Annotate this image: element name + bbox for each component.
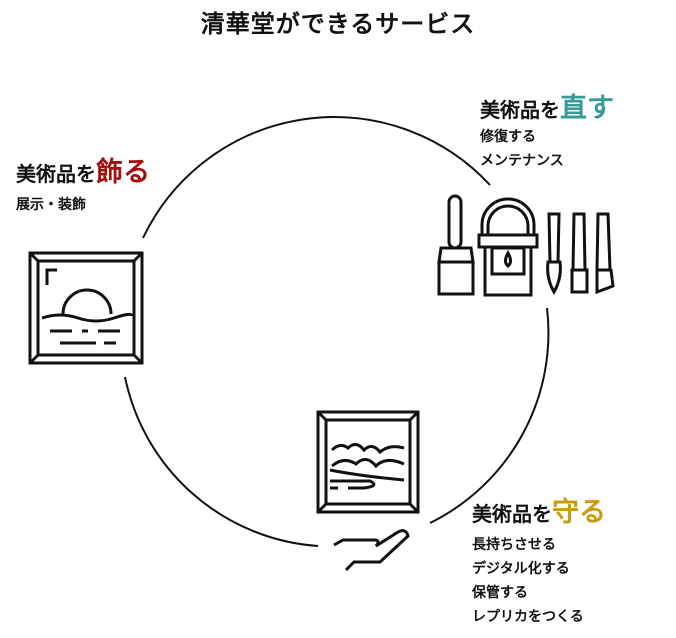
decorate-heading-prefix: 美術品を [16, 162, 96, 186]
protect-heading-prefix: 美術品を [472, 502, 552, 526]
protect-heading-verb: 守る [552, 497, 606, 528]
decorate-heading-verb: 飾る [96, 157, 150, 188]
protect-item: デジタル化する [472, 561, 570, 577]
repair-heading-verb: 直す [560, 93, 614, 124]
repair-heading: 美術品を直す [480, 86, 614, 125]
cycle-arc-top [142, 116, 491, 239]
protect-item: レプリカをつくる [472, 609, 584, 625]
repair-item: メンテナンス [480, 153, 564, 169]
repair-item: 修復する [480, 129, 536, 145]
brush-and-paint-bucket-icon [437, 194, 615, 297]
repair-heading-prefix: 美術品を [480, 98, 560, 122]
page-title: 清華堂ができるサービス [200, 10, 476, 38]
hand-holding-framed-landscape-icon [316, 410, 420, 572]
decorate-heading: 美術品を飾る [16, 150, 150, 189]
decorate-section: 美術品を飾る 展示・装飾 [16, 150, 150, 217]
protect-heading: 美術品を守る [472, 490, 606, 529]
framed-sunset-picture-icon [28, 251, 144, 365]
protect-section: 美術品を守る 長持ちさせる デジタル化する 保管する レプリカをつくる [472, 490, 606, 629]
cycle-arc-right [429, 307, 550, 524]
repair-section: 美術品を直す 修復する メンテナンス [480, 86, 614, 173]
protect-item: 保管する [472, 585, 528, 601]
protect-item: 長持ちさせる [472, 537, 556, 553]
cycle-arc-bottom [124, 376, 319, 547]
decorate-item: 展示・装飾 [16, 197, 86, 213]
